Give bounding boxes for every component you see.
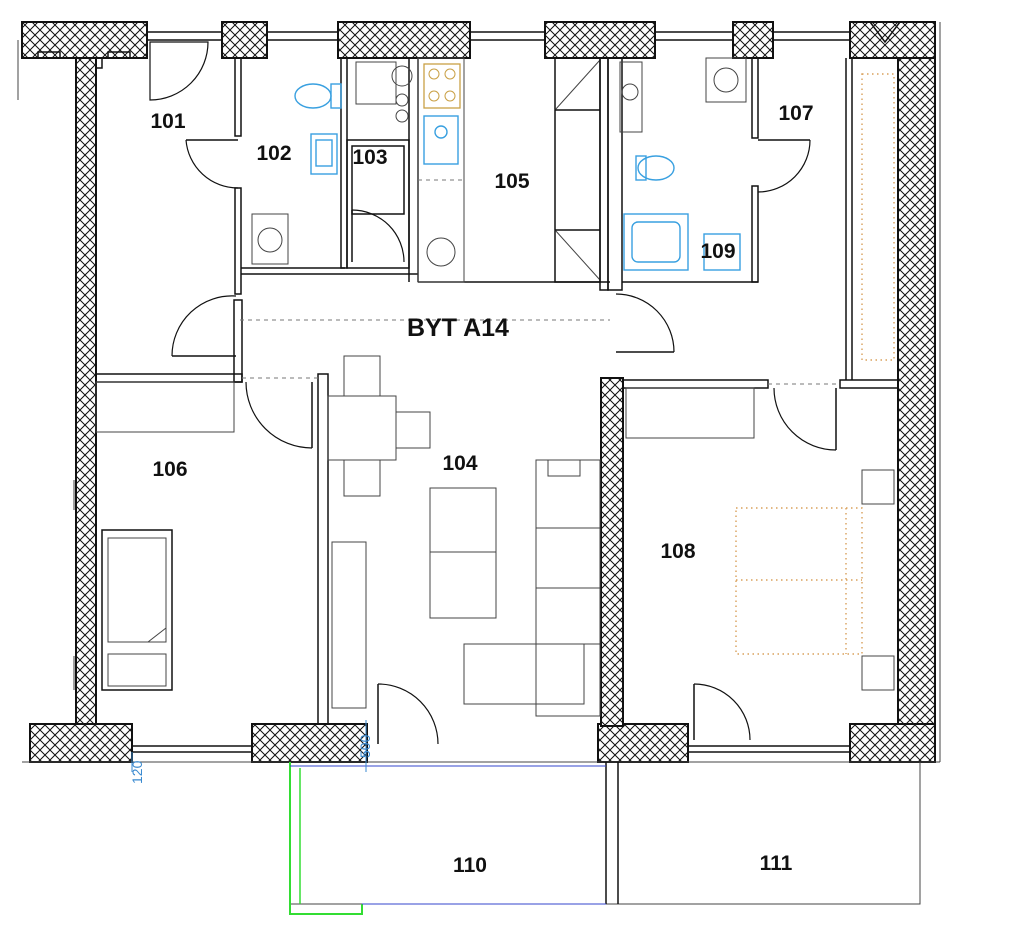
doors — [149, 41, 840, 745]
room-label-105: 105 — [494, 170, 529, 193]
interior-walls — [95, 57, 899, 725]
wall-bottom-2 — [251, 723, 368, 763]
wall-top-2 — [221, 21, 268, 59]
apartment-name: BYT A14 — [407, 314, 509, 342]
bath-fixtures — [251, 57, 747, 271]
wall-top-right — [849, 21, 936, 59]
wall-top-3 — [337, 21, 471, 59]
room-label-106: 106 — [152, 458, 187, 481]
dimension-mid: 500 — [357, 734, 373, 758]
wall-bottom-1 — [29, 723, 133, 763]
wall-center — [600, 377, 624, 727]
balconies — [289, 761, 921, 915]
furniture — [73, 73, 895, 717]
structural-walls — [21, 21, 936, 763]
wall-left — [75, 57, 97, 727]
dimension-left: 120 — [129, 760, 145, 784]
room-labels: BYT A14 101 102 103 104 105 106 107 108 … — [150, 102, 813, 877]
room-label-110: 110 — [453, 854, 487, 877]
window-lines — [17, 21, 941, 763]
room-label-102: 102 — [256, 142, 291, 165]
dimension-marks: 120 500 — [129, 720, 373, 784]
room-label-109: 109 — [700, 240, 735, 263]
room-label-108: 108 — [660, 540, 695, 563]
room-label-107: 107 — [778, 102, 813, 125]
room-label-104: 104 — [442, 452, 477, 475]
wall-top-4 — [544, 21, 656, 59]
wall-top-5 — [732, 21, 774, 59]
room-label-103: 103 — [352, 146, 387, 169]
kitchen-fixtures — [417, 57, 465, 283]
room-label-111: 111 — [760, 852, 793, 875]
room-label-101: 101 — [150, 110, 185, 133]
wall-right — [897, 57, 936, 727]
wall-bottom-4 — [849, 723, 936, 763]
wall-bottom-3 — [597, 723, 689, 763]
